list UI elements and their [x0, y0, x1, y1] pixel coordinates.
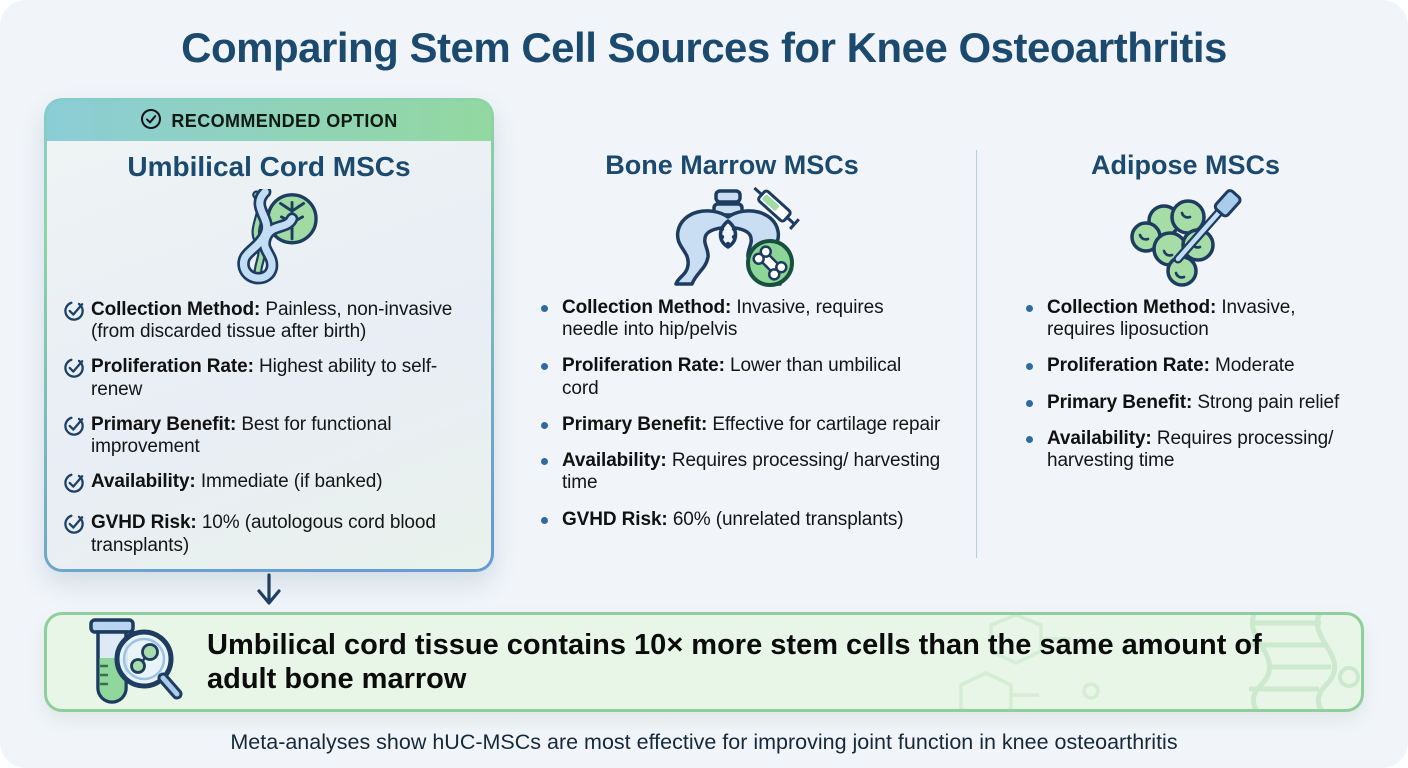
benefit-item: Availability: Requires processing/ harve…	[536, 450, 942, 494]
benefit-item: Primary Benefit: Effective for cartilage…	[536, 414, 942, 436]
check-circle-icon	[63, 471, 91, 499]
key-fact-banner: Umbilical cord tissue contains 10× more …	[44, 612, 1364, 712]
bullet-dot-icon	[536, 509, 562, 524]
footer-note: Meta-analyses show hUC-MSCs are most eff…	[230, 730, 1178, 754]
check-circle-icon	[63, 299, 91, 327]
check-circle-icon	[63, 414, 91, 442]
bullet-dot-icon	[1021, 428, 1047, 443]
dna-decoration	[959, 615, 1360, 709]
test-tube-magnifier-icon	[81, 616, 185, 708]
check-circle-icon	[63, 356, 91, 384]
umbilical-cord-card: RECOMMENDED OPTION Umbilical Cord MSCs	[44, 98, 494, 572]
column-title: Adipose MSCs	[1090, 150, 1281, 180]
pelvis-syringe-icon	[522, 187, 942, 287]
benefit-item: Collection Method: Painless, non-invasiv…	[63, 299, 475, 343]
benefit-item: Collection Method: Invasive, requires ne…	[536, 297, 942, 341]
badge-check-icon	[140, 108, 162, 135]
bullet-dot-icon	[536, 355, 562, 371]
benefit-item: Proliferation Rate: Moderate	[1021, 355, 1364, 377]
umbilical-benefit-list: Collection Method: Painless, non-invasiv…	[47, 299, 491, 557]
bullet-dot-icon	[1021, 392, 1047, 407]
benefit-item: Primary Benefit: Best for functional imp…	[63, 414, 475, 458]
umbilical-cord-icon	[210, 189, 328, 285]
key-fact-text: Umbilical cord tissue contains 10× more …	[207, 628, 1262, 695]
benefit-item: Primary Benefit: Strong pain relief	[1021, 392, 1364, 414]
benefit-item: GVHD Risk: 60% (unrelated transplants)	[536, 509, 942, 531]
adipose-cells-cannula-icon	[1007, 187, 1364, 287]
bone-marrow-benefit-list: Collection Method: Invasive, requires ne…	[522, 297, 942, 531]
bullet-dot-icon	[536, 414, 562, 429]
benefit-item: Proliferation Rate: Highest ability to s…	[63, 356, 475, 400]
column-title: Bone Marrow MSCs	[605, 150, 859, 180]
benefit-item: GVHD Risk: 10% (autologous cord blood tr…	[63, 512, 475, 556]
bullet-dot-icon	[1021, 355, 1047, 371]
down-arrow-icon	[251, 573, 287, 614]
adipose-benefit-list: Collection Method: Invasive, requires li…	[1007, 297, 1364, 472]
page-title: Comparing Stem Cell Sources for Knee Ost…	[181, 24, 1227, 71]
card-title: Umbilical Cord MSCs	[127, 151, 411, 182]
comparison-columns: RECOMMENDED OPTION Umbilical Cord MSCs	[44, 98, 1364, 572]
benefit-item: Availability: Immediate (if banked)	[63, 471, 475, 499]
bullet-dot-icon	[1021, 297, 1047, 312]
benefit-item: Collection Method: Invasive, requires li…	[1021, 297, 1364, 341]
check-circle-icon	[63, 512, 91, 540]
bone-marrow-column: Bone Marrow MSCs	[522, 98, 942, 572]
recommended-badge: RECOMMENDED OPTION	[47, 101, 491, 141]
bullet-dot-icon	[536, 450, 562, 466]
badge-label: RECOMMENDED OPTION	[171, 110, 398, 131]
adipose-column: Adipose MSCs	[1007, 98, 1364, 572]
column-divider	[976, 150, 977, 558]
benefit-item: Availability: Requires processing/ harve…	[1021, 428, 1364, 472]
benefit-item: Proliferation Rate: Lower than umbilical…	[536, 355, 942, 399]
bullet-dot-icon	[536, 297, 562, 312]
